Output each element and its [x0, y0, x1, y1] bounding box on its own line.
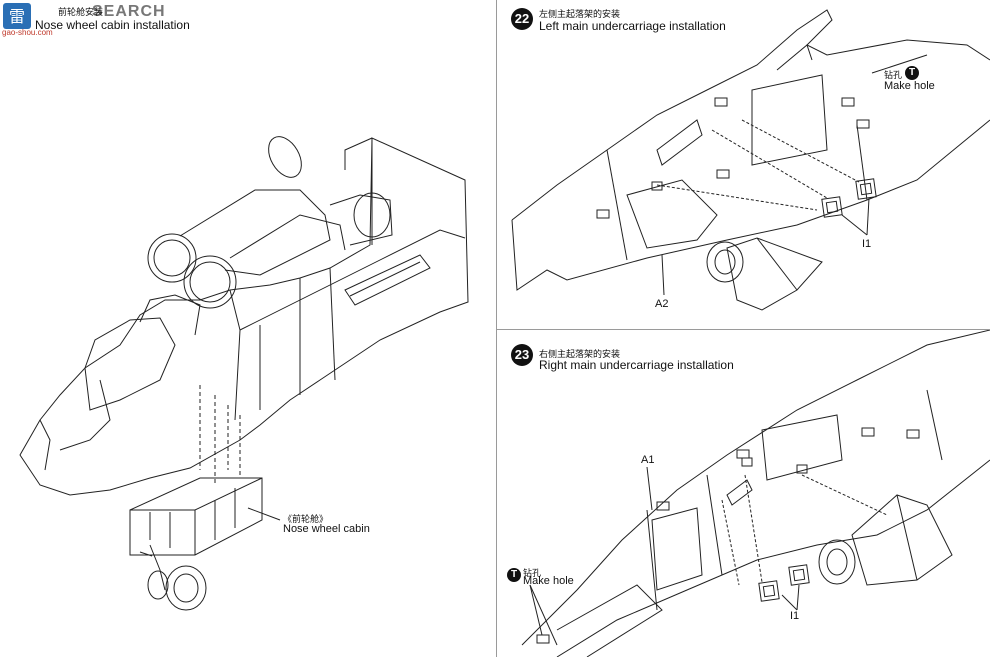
step-22-part-i1-label: I1	[862, 238, 872, 250]
callout-nose-wheel-cabin-cn: 《前轮舱》	[283, 514, 329, 524]
step-23-title-cn: 右侧主起落架的安装	[539, 349, 621, 359]
step-23-number-badge: 23	[511, 344, 533, 366]
step-22-drill-en: Make hole	[884, 80, 935, 92]
step-23-part-a1-label: A1	[641, 454, 655, 466]
step-22-part-a2-label: A2	[655, 298, 669, 310]
step-23-title-en: Right main undercarriage installation	[539, 358, 734, 372]
callout-nose-wheel-cabin-en: Nose wheel cabin	[283, 523, 370, 535]
right-undercarriage-drawing	[521, 330, 990, 657]
watermark-search-text: SEARCH	[92, 3, 166, 20]
step-23-drill-en: Make hole	[523, 575, 574, 587]
step-23-part-i1-label: I1	[790, 610, 800, 622]
step-22-title-en: Left main undercarriage installation	[539, 19, 726, 33]
step-23-panel: 23 右侧主起落架的安装 Right main undercarriage in…	[497, 330, 990, 657]
step-left-title-en: Nose wheel cabin installation	[35, 18, 190, 32]
step-23-drill-mark: T	[507, 568, 521, 582]
step-22-title-cn: 左侧主起落架的安装	[539, 9, 621, 19]
step-nose-wheel-panel: 前轮舱安装 Nose wheel cabin installation	[19, 7, 469, 611]
watermark-url: gao-shou.com	[2, 28, 53, 37]
step-22-drill-mark: T	[905, 66, 919, 80]
step-22-panel: 22 左侧主起落架的安装 Left main undercarriage ins…	[497, 0, 990, 330]
panel-divider-horizontal	[497, 329, 990, 330]
step-22-drill-cn: 钻孔	[884, 70, 903, 80]
step-left-title-cn: 前轮舱安装	[58, 7, 104, 17]
step-22-number-badge: 22	[511, 8, 533, 30]
svg-text:雷: 雷	[9, 7, 25, 26]
nose-section-drawing	[19, 136, 469, 611]
watermark-logo-icon: 雷	[3, 3, 31, 29]
left-undercarriage-drawing	[511, 9, 990, 311]
panel-divider-vertical	[496, 0, 497, 657]
step-23-drill-cn: 钻孔	[523, 568, 542, 578]
